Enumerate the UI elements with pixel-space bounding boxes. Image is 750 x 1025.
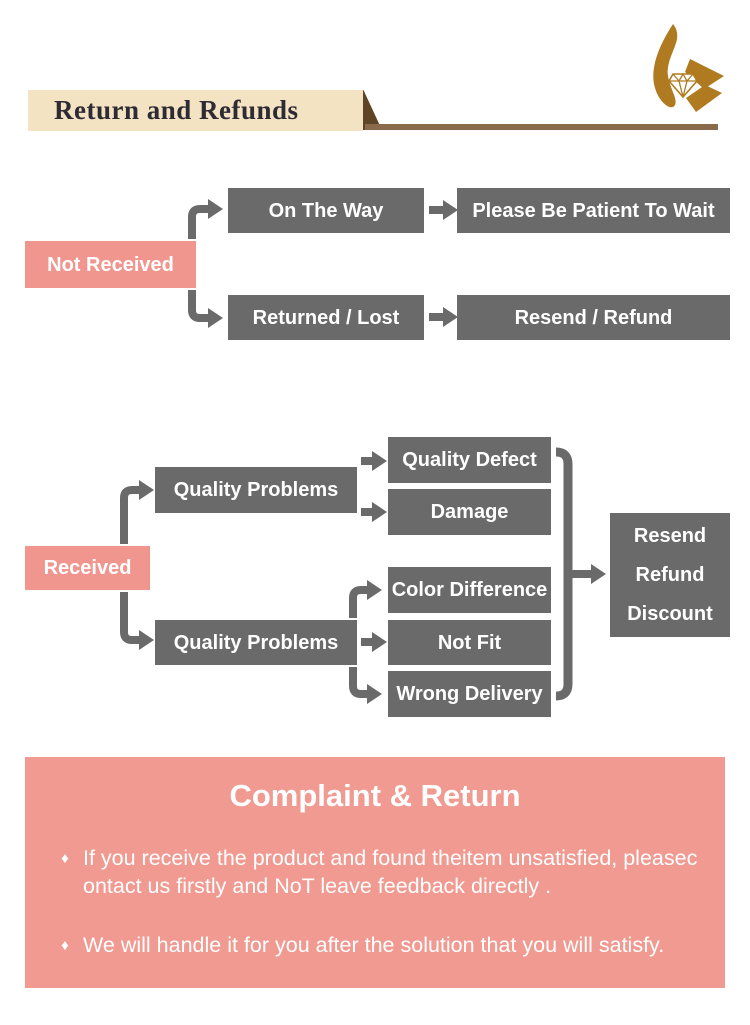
node-quality-defect: Quality Defect: [388, 437, 551, 483]
complaint-bullet-1-text: If you receive the product and found the…: [83, 846, 698, 898]
complaint-panel: Complaint & Return ♦ If you receive the …: [25, 757, 725, 988]
page-title: Return and Refunds: [54, 95, 299, 125]
bracket-reasons: [555, 447, 573, 701]
section-title-banner: Return and Refunds: [28, 90, 363, 131]
elbow-down-received: [120, 592, 139, 644]
node-wrong-delivery: Wrong Delivery: [388, 671, 551, 717]
complaint-bullet-1: ♦ If you receive the product and found t…: [47, 845, 703, 900]
header-rule: [365, 124, 718, 130]
node-please-be-patient: Please Be Patient To Wait: [457, 188, 730, 233]
node-on-the-way: On The Way: [228, 188, 424, 233]
complaint-bullet-2: ♦ We will handle it for you after the so…: [47, 932, 703, 960]
node-quality-problems-bottom: Quality Problems: [155, 620, 357, 665]
node-received: Received: [25, 546, 150, 590]
elbow-up-received: [120, 486, 139, 544]
diamond-icon: [668, 72, 698, 98]
diamond-bullet-icon: ♦: [61, 937, 69, 955]
node-not-fit: Not Fit: [388, 620, 551, 665]
complaint-title: Complaint & Return: [229, 778, 521, 813]
diamond-flame-logo: [653, 24, 724, 112]
node-resend-refund-discount: Resend Refund Discount: [610, 513, 730, 637]
node-color-difference: Color Difference: [388, 567, 551, 613]
node-not-received: Not Received: [25, 241, 196, 288]
elbow-down-not-received: [188, 290, 208, 322]
node-resend-refund: Resend / Refund: [457, 295, 730, 340]
node-returned-lost: Returned / Lost: [228, 295, 424, 340]
node-damage: Damage: [388, 489, 551, 535]
elbow-up-not-received: [188, 205, 208, 239]
diamond-bullet-icon: ♦: [61, 850, 69, 867]
elbow-down-wrong-delivery: [349, 667, 367, 698]
node-quality-problems-top: Quality Problems: [155, 467, 357, 513]
complaint-bullet-2-text: We will handle it for you after the solu…: [83, 933, 665, 958]
elbow-up-color-difference: [349, 586, 367, 618]
